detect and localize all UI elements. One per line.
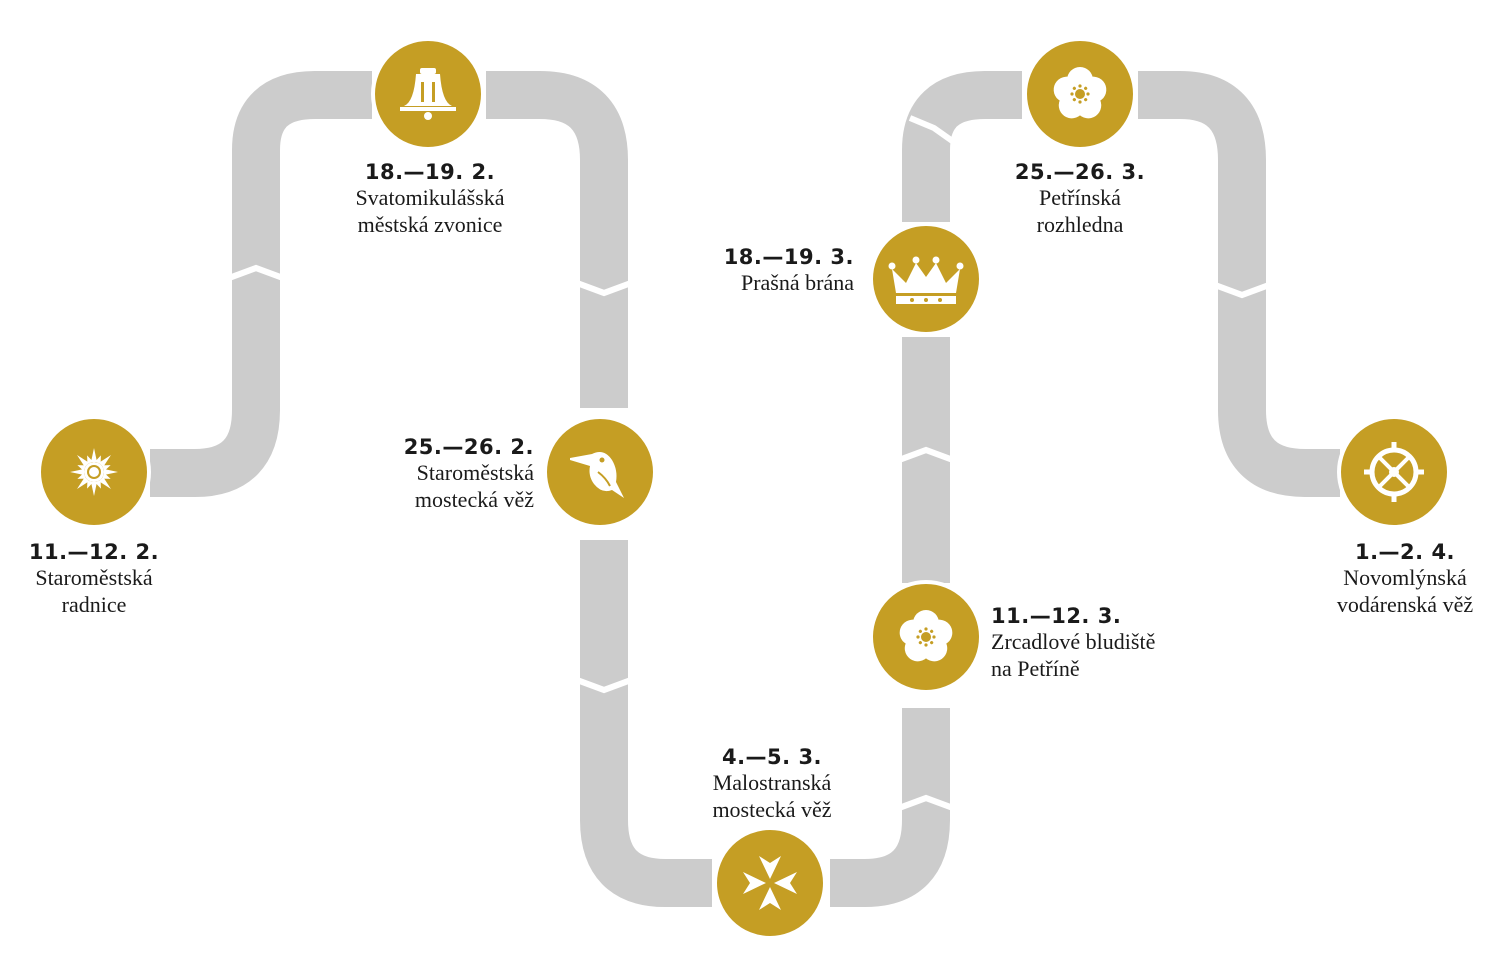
stop-date: 4.—5. 3. — [721, 745, 823, 769]
stop-name-line: Staroměstská — [35, 565, 153, 590]
stop-marker-petrinska-rozhledna — [1023, 37, 1137, 151]
stop-date: 18.—19. 3. — [723, 245, 854, 269]
stop-name-line: Staroměstská — [416, 460, 534, 485]
stop-circle — [713, 826, 827, 940]
stop-label-prasna-brana: 18.—19. 3. Prašná brána — [680, 245, 854, 296]
stop-date: 25.—26. 2. — [403, 435, 534, 459]
stop-name-line: městská zvonice — [357, 212, 503, 237]
stop-label-novomlynska-vodarenska-vez: 1.—2. 4. Novomlýnská vodárenská věž — [1310, 540, 1500, 618]
stop-date: 18.—19. 2. — [364, 160, 496, 184]
route-track — [150, 71, 1340, 907]
stop-marker-staromestska-mostecka-vez — [543, 415, 657, 529]
stop-label-svatomikulasska-zvonice: 18.—19. 2. Svatomikulášská městská zvoni… — [320, 160, 540, 238]
stop-marker-zrcadlove-bludiste — [869, 580, 983, 694]
stop-marker-staromestska-radnice — [37, 415, 151, 529]
stop-label-zrcadlove-bludiste: 11.—12. 3. Zrcadlové bludiště na Petříně — [991, 604, 1211, 682]
stop-date: 11.—12. 3. — [991, 604, 1122, 628]
stop-name-line: vodárenská věž — [1336, 592, 1474, 617]
stop-marker-prasna-brana — [869, 222, 983, 336]
stop-name-line: Zrcadlové bludiště — [991, 629, 1156, 654]
stop-name-line: mostecká věž — [712, 797, 832, 822]
stop-name-line: Novomlýnská — [1343, 565, 1467, 590]
stop-name-line: Svatomikulášská — [355, 185, 505, 210]
stop-label-staromestska-mostecka-vez: 25.—26. 2. Staroměstská mostecká věž — [352, 435, 534, 513]
kingfisher-icon — [570, 452, 624, 498]
stop-date: 11.—12. 2. — [28, 540, 160, 564]
stop-date: 1.—2. 4. — [1354, 540, 1456, 564]
stop-date: 25.—26. 3. — [1014, 160, 1146, 184]
stop-name-line: Malostranská — [712, 770, 832, 795]
stop-label-malostranska-mostecka-vez: 4.—5. 3. Malostranská mostecká věž — [672, 745, 872, 823]
sun-icon — [70, 448, 118, 496]
maltese-cross-icon — [743, 856, 797, 910]
stop-name-line: Petřínská — [1039, 185, 1121, 210]
crown-icon — [888, 256, 964, 304]
bell-icon — [400, 68, 456, 120]
flower-icon — [899, 610, 953, 662]
stop-label-petrinska-rozhledna: 25.—26. 3. Petřínská rozhledna — [1000, 160, 1160, 238]
water-wheel-icon — [1364, 442, 1424, 502]
stop-name-line: rozhledna — [1036, 212, 1124, 237]
track-joints — [227, 115, 1271, 811]
stop-name-line: mostecká věž — [414, 487, 534, 512]
stop-marker-novomlynska-vodarenska-vez — [1337, 415, 1451, 529]
stop-marker-svatomikulasska-zvonice — [371, 37, 485, 151]
flower-icon — [1053, 67, 1107, 119]
stop-label-staromestska-radnice: 11.—12. 2. Staroměstská radnice — [14, 540, 174, 618]
stop-name-line: radnice — [61, 592, 127, 617]
stop-marker-malostranska-mostecka-vez — [713, 826, 827, 940]
stop-name-line: Prašná brána — [740, 270, 854, 295]
stop-name-line: na Petříně — [991, 656, 1080, 681]
